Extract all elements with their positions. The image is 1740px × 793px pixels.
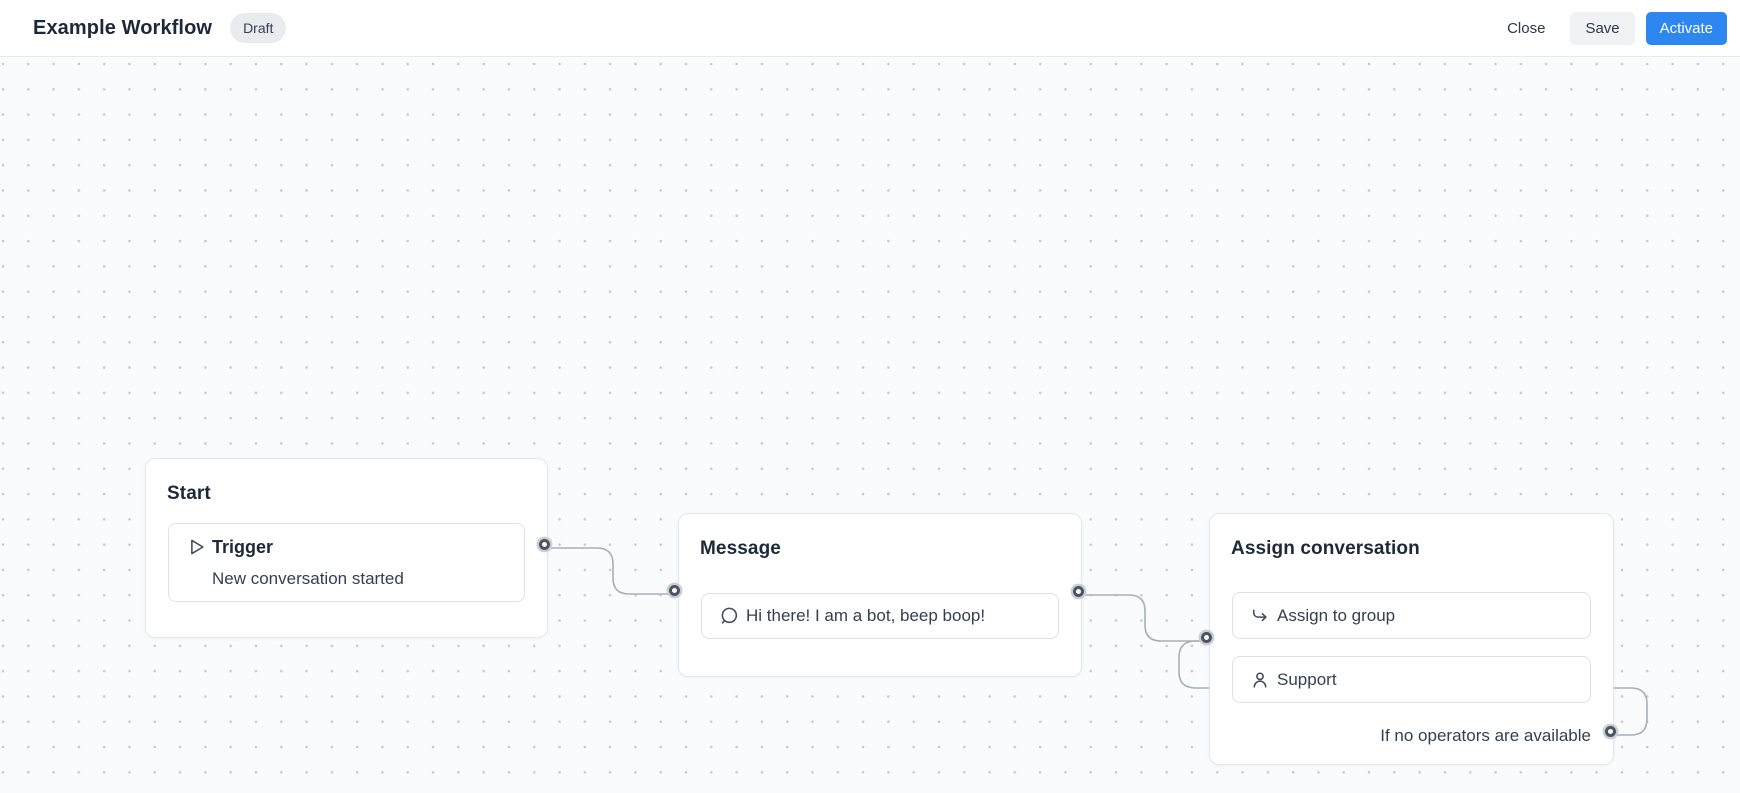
port-message-output[interactable] — [1073, 586, 1084, 597]
trigger-subtitle: New conversation started — [212, 569, 404, 588]
editor-header: Example Workflow Draft Close Save Activa… — [0, 0, 1740, 57]
header-actions: Close Save Activate — [1493, 11, 1727, 45]
play-icon — [185, 536, 207, 558]
wire-message-to-assign — [1082, 594, 1210, 642]
fallback-condition-label: If no operators are available — [1380, 726, 1591, 745]
support-group-label: Support — [1277, 669, 1337, 689]
assign-to-group-item[interactable]: Assign to group — [1232, 592, 1591, 639]
port-fallback-output[interactable] — [1605, 726, 1616, 737]
status-badge: Draft — [230, 13, 287, 43]
node-message-title: Message — [700, 538, 781, 559]
node-assign-title: Assign conversation — [1231, 538, 1420, 559]
chat-bubble-icon — [718, 605, 740, 627]
header-left: Example Workflow Draft — [33, 13, 287, 43]
node-assign-conversation[interactable]: Assign conversation Assign to group Supp… — [1209, 513, 1614, 765]
node-message[interactable]: Message Hi there! I am a bot, beep boop! — [678, 513, 1082, 677]
trigger-title: Trigger — [212, 537, 274, 557]
wire-start-to-message — [548, 547, 678, 595]
node-start[interactable]: Start Trigger New conversation started — [145, 458, 548, 638]
activate-button[interactable]: Activate — [1645, 11, 1727, 45]
message-text-item[interactable]: Hi there! I am a bot, beep boop! — [701, 593, 1059, 639]
save-button[interactable]: Save — [1570, 11, 1635, 45]
workflow-canvas[interactable] — [0, 57, 1740, 793]
node-start-title: Start — [167, 483, 211, 504]
page-title: Example Workflow — [33, 16, 213, 39]
port-message-input[interactable] — [669, 585, 680, 596]
trigger-item[interactable]: Trigger New conversation started — [168, 523, 525, 602]
port-start-output[interactable] — [539, 539, 550, 550]
port-assign-input[interactable] — [1201, 632, 1212, 643]
support-group-item[interactable]: Support — [1232, 656, 1591, 703]
assign-to-group-label: Assign to group — [1277, 605, 1396, 625]
close-button[interactable]: Close — [1493, 12, 1559, 45]
user-icon — [1249, 669, 1271, 691]
message-text: Hi there! I am a bot, beep boop! — [746, 606, 986, 625]
assign-arrow-icon — [1249, 605, 1271, 627]
